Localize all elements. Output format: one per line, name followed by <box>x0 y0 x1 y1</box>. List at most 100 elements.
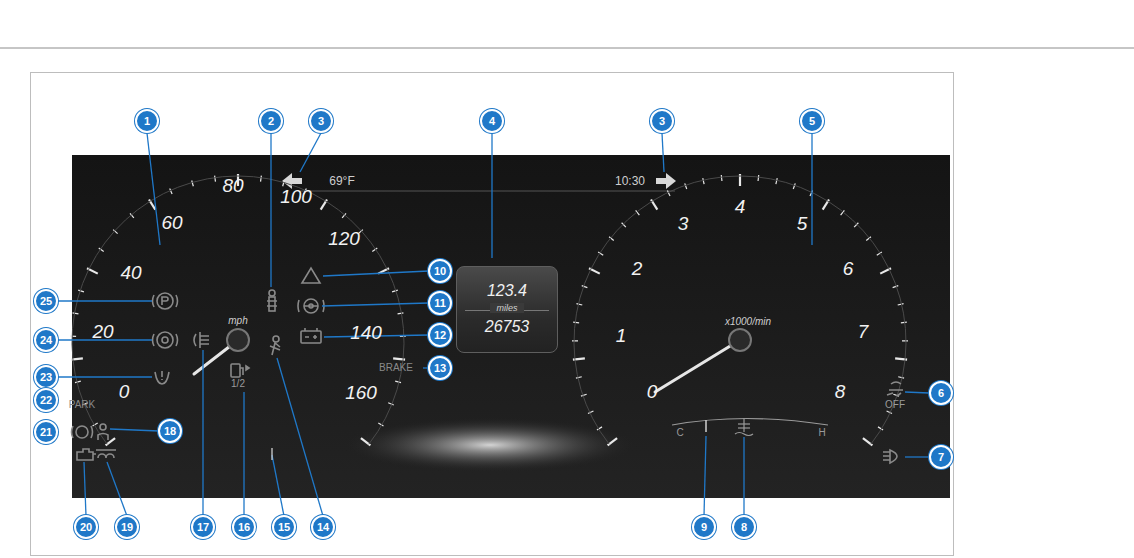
speed-hub <box>227 329 249 351</box>
temp-cold: C <box>676 428 683 438</box>
gauge-tick <box>793 183 795 189</box>
gauge-tick <box>901 322 907 324</box>
callout-number: 7 <box>929 445 953 469</box>
gauge-tick <box>361 438 370 445</box>
callout-number: 25 <box>34 289 58 313</box>
callout-number: 22 <box>34 388 58 412</box>
gauge-tick <box>260 176 262 182</box>
top-bar-rule <box>300 191 675 192</box>
rpm-scale: 8 <box>835 382 846 401</box>
speed-scale: 120 <box>328 229 360 248</box>
callout-number: 16 <box>232 515 256 539</box>
speed-scale: 80 <box>222 176 243 195</box>
gauge-tick <box>721 175 723 181</box>
gauge-tick <box>685 183 687 189</box>
gauge-tick <box>283 181 285 187</box>
park-indicator: PARK <box>69 400 96 410</box>
callout-number: 4 <box>480 109 504 133</box>
rpm-scale: 0 <box>647 382 658 401</box>
callout-number: 13 <box>428 356 452 380</box>
figure-frame <box>31 73 954 556</box>
callout-number: 12 <box>428 323 452 347</box>
clock-time: 10:30 <box>615 175 645 187</box>
callout-number: 1 <box>135 109 159 133</box>
header-rule <box>0 48 1134 49</box>
rpm-scale: 6 <box>843 259 854 278</box>
speed-scale: 20 <box>92 322 113 341</box>
gauge-tick <box>776 178 777 184</box>
callout-number: 10 <box>428 259 452 283</box>
display-panel <box>72 155 950 498</box>
temp-scale <box>672 419 828 426</box>
speed-scale: 100 <box>280 187 312 206</box>
coolant-symbol <box>735 418 753 436</box>
callout-number: 23 <box>34 365 58 389</box>
off-indicator: OFF <box>885 400 905 410</box>
callout-number: 15 <box>272 515 296 539</box>
distance-value: 26753 <box>485 317 530 336</box>
outside-temperature: 69°F <box>329 175 354 187</box>
callout-number: 8 <box>732 515 756 539</box>
leader-lines <box>57 133 929 516</box>
gauge-tick <box>898 304 904 305</box>
callout-number: 9 <box>692 515 716 539</box>
rpm-scale: 3 <box>678 214 689 233</box>
speed-unit: mph <box>228 316 247 326</box>
callout-number: 21 <box>34 420 58 444</box>
speed-scale: 60 <box>161 213 182 232</box>
gauge-tick <box>214 176 216 182</box>
right-arrow <box>656 173 676 189</box>
gauge-tick <box>398 313 404 314</box>
callout-number: 5 <box>800 109 824 133</box>
gauge-tick <box>192 181 194 187</box>
gauge-tick <box>703 178 704 184</box>
temp-tick <box>705 420 707 432</box>
rpm-hub <box>729 329 751 351</box>
temp-hot: H <box>818 428 825 438</box>
gauge-tick <box>898 377 904 378</box>
gauge-tick <box>757 175 759 181</box>
speed-scale: 140 <box>350 323 382 342</box>
gauge-tick <box>581 394 587 396</box>
gauge-tick <box>70 336 76 337</box>
gauge-tick <box>388 403 394 405</box>
gauge-tick <box>576 377 582 378</box>
rpm-scale: 1 <box>616 326 627 345</box>
gauge-tick <box>893 286 899 288</box>
gauge-tick <box>395 381 401 382</box>
rpm-scale: 4 <box>735 197 746 216</box>
gauge-tick <box>582 286 588 288</box>
gauge-tick <box>73 313 79 314</box>
fuel-level: 1/2 <box>231 379 245 389</box>
gauge-tick <box>576 304 582 305</box>
rpm-needle <box>655 340 740 392</box>
gauge-tick <box>75 381 81 382</box>
gauge-tick <box>573 322 579 324</box>
gauge-tick <box>572 340 578 341</box>
gauge-tick <box>78 290 84 292</box>
gauge-ticks <box>70 174 908 445</box>
gauge-arc <box>72 176 404 444</box>
gauge-tick <box>863 438 872 445</box>
brake-indicator: BRAKE <box>379 363 413 373</box>
callout-number: 3 <box>309 109 333 133</box>
callout-number: 14 <box>311 515 335 539</box>
callout-number: 18 <box>158 419 182 443</box>
gauge-tick <box>902 340 908 341</box>
speed-scale: 40 <box>120 263 141 282</box>
rpm-scale: 5 <box>797 214 808 233</box>
speed-scale: 160 <box>345 383 377 402</box>
gauge-tick <box>106 438 115 445</box>
gauge-tick <box>392 290 398 292</box>
gauge-tick <box>608 438 617 445</box>
callout-number: 20 <box>74 515 98 539</box>
light-floor <box>340 417 640 473</box>
rpm-scale: 7 <box>858 322 869 341</box>
distance-unit: miles <box>490 303 523 313</box>
callout-number: 3 <box>650 109 674 133</box>
rpm-unit: x1000/min <box>725 317 771 327</box>
callout-number: 6 <box>929 381 953 405</box>
callout-number: 24 <box>34 328 58 352</box>
distance-value: 123.4 <box>487 281 527 300</box>
